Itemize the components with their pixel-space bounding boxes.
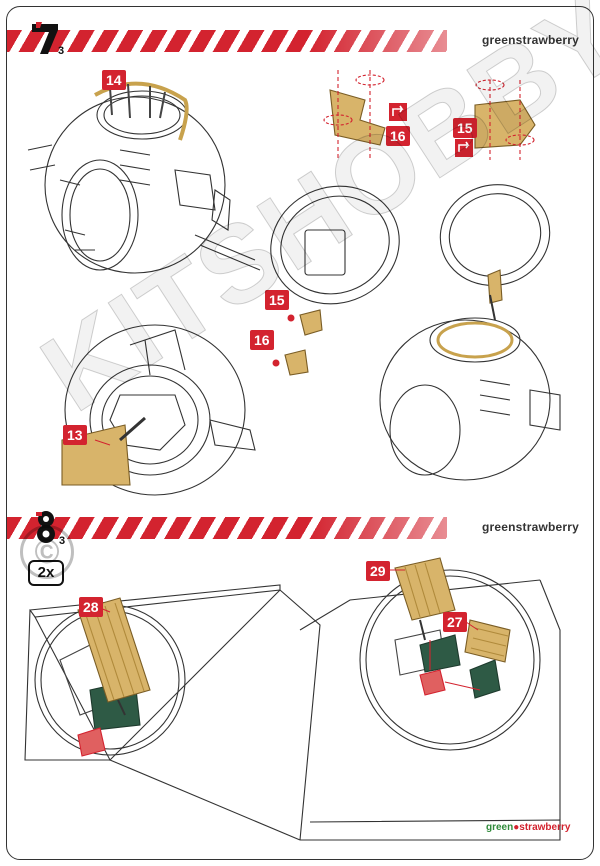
- footer-brand: green●strawberry: [486, 822, 570, 833]
- part-callout-15: 15: [453, 118, 477, 138]
- svg-text:3: 3: [58, 45, 64, 57]
- strawberry-icon: ●: [513, 822, 520, 833]
- marker-dot: [287, 314, 295, 322]
- footer-brand-green: green: [486, 822, 514, 833]
- part-callout-28: 28: [79, 597, 103, 617]
- header-brand: greenstrawberry: [481, 33, 579, 47]
- stripe-fade: [307, 30, 467, 52]
- part-16-fold: [323, 70, 386, 160]
- footer-brand-red: strawberry: [519, 822, 571, 833]
- part-callout-27: 27: [443, 612, 467, 632]
- part-callout-29: 29: [366, 561, 390, 581]
- part-callout-16: 16: [250, 330, 274, 350]
- marker-dot: [272, 359, 280, 367]
- section-stripe-band: greenstrawberry: [7, 517, 593, 539]
- fold-direction-icon: [455, 139, 473, 157]
- step-7-icon: 3: [32, 22, 64, 57]
- copyright-watermark-icon: ©: [20, 525, 74, 579]
- section-brand: greenstrawberry: [481, 520, 579, 534]
- header-stripe-band: greenstrawberry: [7, 30, 593, 52]
- part-callout-14: 14: [102, 70, 126, 90]
- part-callout-15: 15: [265, 290, 289, 310]
- cockpit-ball-top-left: [27, 90, 261, 274]
- fold-direction-icon: [389, 103, 407, 121]
- part-15-fold: [474, 79, 536, 160]
- part-callout-13: 13: [63, 425, 87, 445]
- stripe-fade: [307, 517, 467, 539]
- part-callout-16: 16: [386, 126, 410, 146]
